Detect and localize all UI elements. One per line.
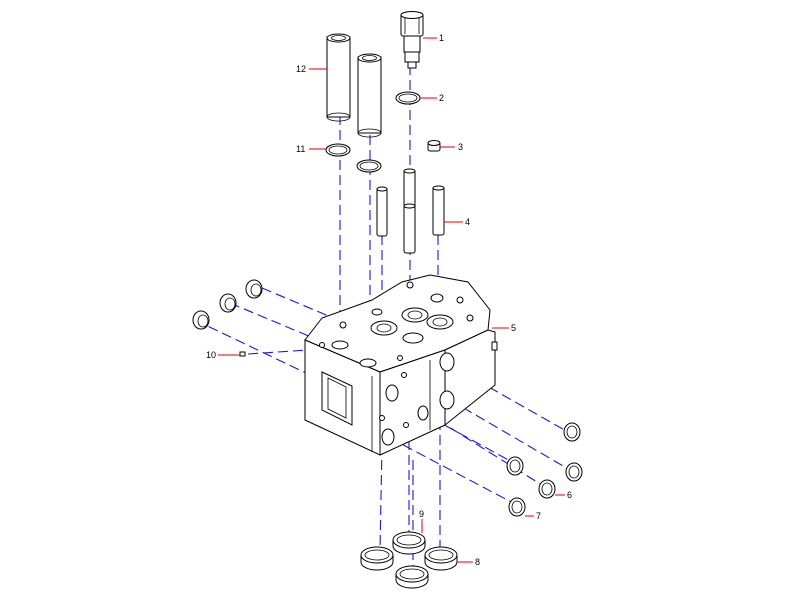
- part-valve-seat-rings: [360, 531, 458, 589]
- part-sleeve-orings: [325, 143, 382, 173]
- callout-1: 1: [439, 33, 444, 43]
- callout-11: 11: [296, 144, 305, 154]
- part-small-nut: [427, 140, 441, 152]
- callout-8: 8: [475, 557, 480, 567]
- part-left-plugs: [192, 279, 263, 330]
- callout-9: 9: [419, 509, 424, 519]
- part-pin: [239, 351, 246, 357]
- part-sleeves: [326, 33, 382, 138]
- callout-2: 2: [439, 93, 444, 103]
- callout-10: 10: [206, 350, 216, 360]
- part-injector: [400, 11, 424, 69]
- callout-12: 12: [296, 64, 306, 74]
- leader-lines: [218, 37, 565, 563]
- callout-6: 6: [567, 490, 572, 500]
- part-studs: [376, 168, 445, 254]
- callout-5: 5: [511, 323, 516, 333]
- part-cylinder-head: [304, 274, 498, 456]
- part-right-plugs: [506, 422, 583, 517]
- callout-4: 4: [465, 217, 470, 227]
- callout-labels: 1 2 3 4 5 6 7 8 9 10 11 12: [206, 33, 572, 567]
- callout-3: 3: [458, 142, 463, 152]
- callout-7: 7: [536, 511, 541, 521]
